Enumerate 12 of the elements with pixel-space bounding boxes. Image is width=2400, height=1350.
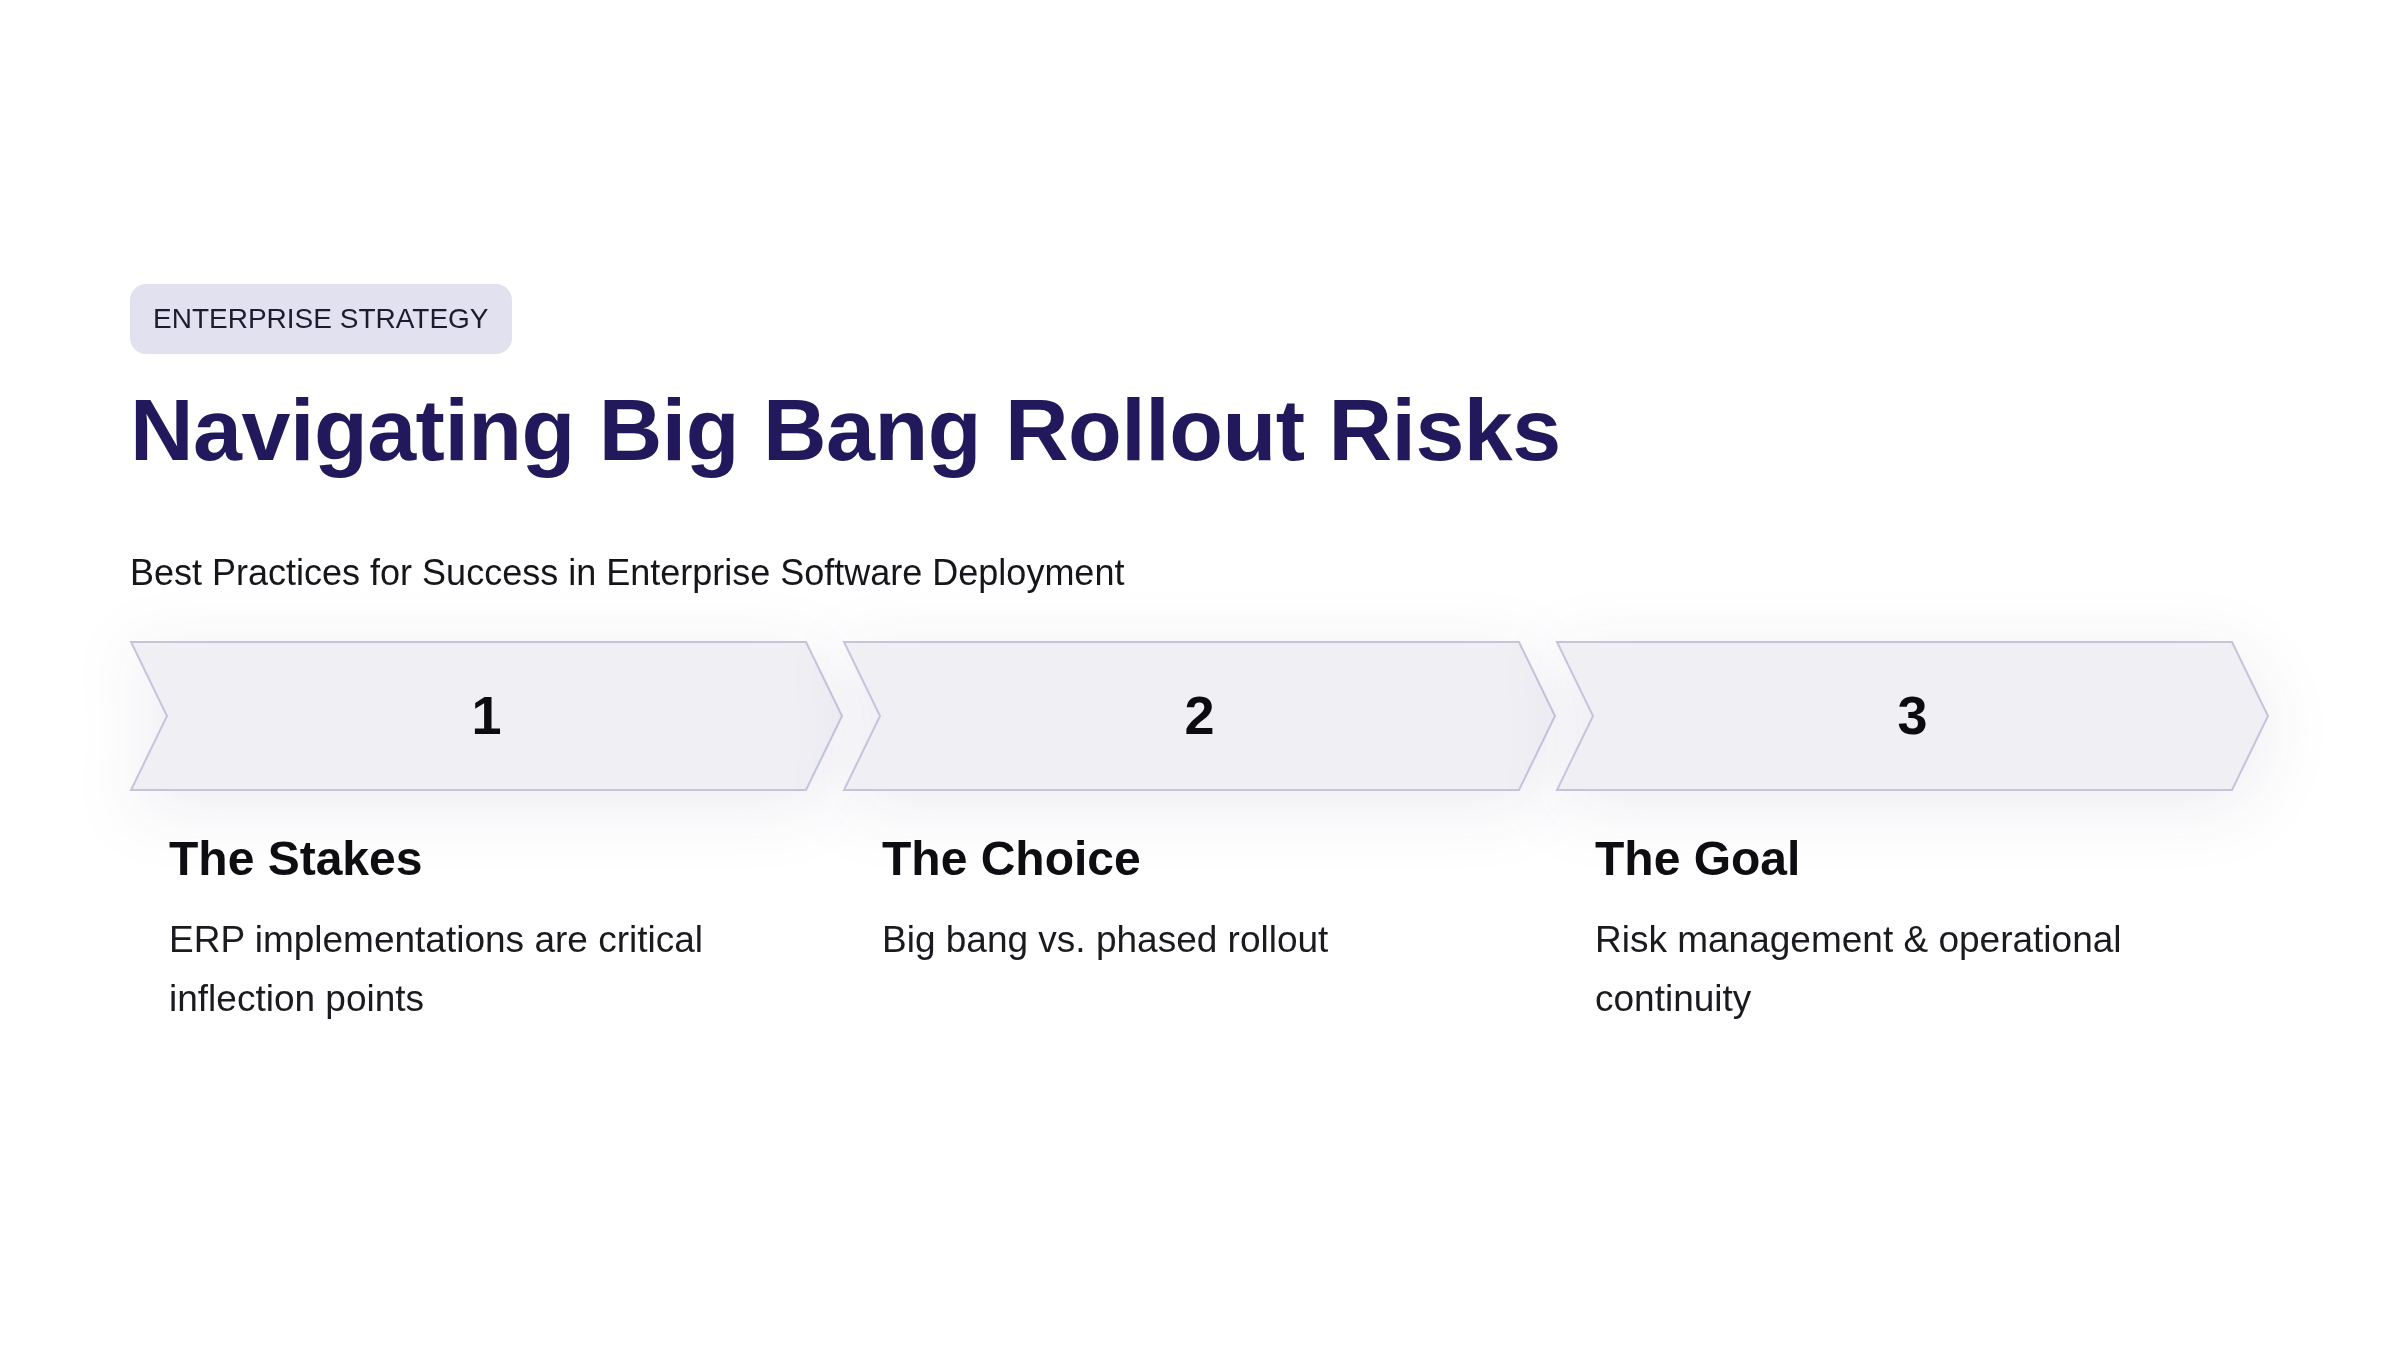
step-number: 1 [471, 686, 502, 746]
step-heading: The Stakes [169, 831, 423, 887]
step-number: 2 [1184, 686, 1215, 746]
step-heading: The Choice [882, 831, 1141, 887]
step-number: 3 [1897, 686, 1928, 746]
step-description: ERP implementations are critical inflection points [169, 918, 704, 1021]
step-description: Big bang vs. phased rollout [882, 918, 1330, 962]
slide-title: Navigating Big Bang Rollout Risks [130, 379, 1561, 481]
step-heading: The Goal [1595, 831, 1801, 887]
step-description: Risk management & operational continuity [1595, 918, 2123, 1021]
subtitle: Best Practices for Success in Enterprise Software Deployment [130, 551, 1125, 595]
category-tag: ENTERPRISE STRATEGY [130, 284, 512, 354]
